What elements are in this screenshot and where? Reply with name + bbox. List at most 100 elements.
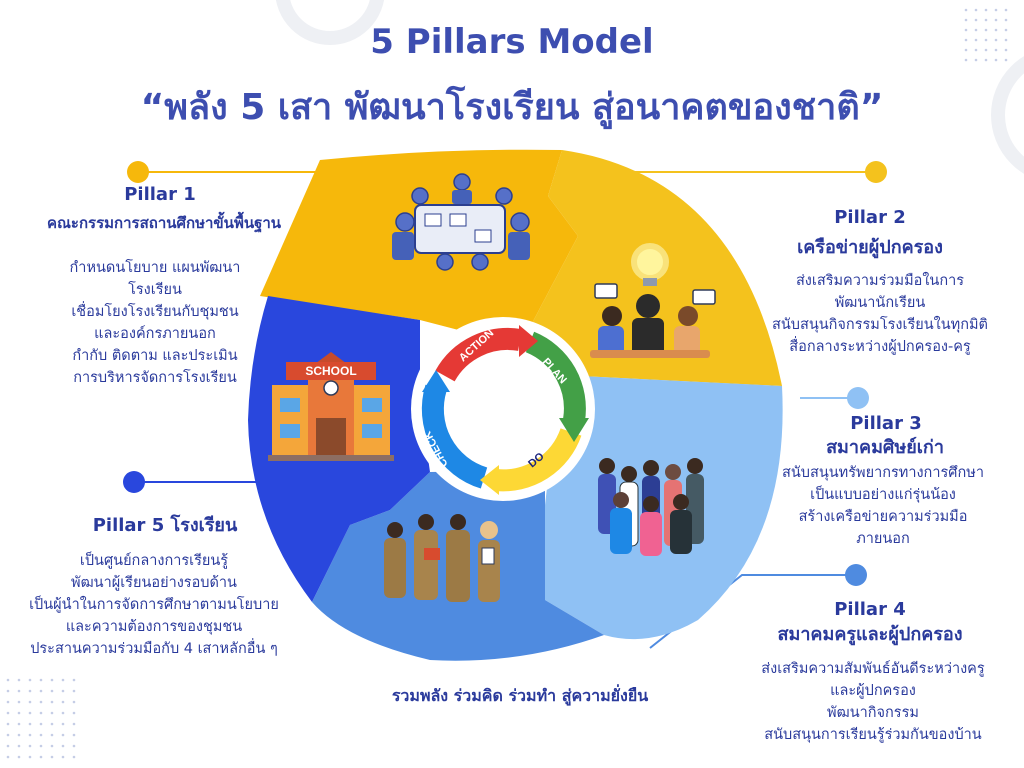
- deco-dot: [994, 48, 998, 52]
- pillar5-heading: Pillar 5 โรงเรียน: [92, 515, 238, 536]
- deco-dot: [61, 700, 65, 704]
- deco-dot: [17, 744, 21, 748]
- deco-dot: [1004, 38, 1008, 42]
- cycle-arrow-action: [519, 325, 538, 357]
- pillar3-heading: Pillar 3: [850, 413, 922, 434]
- deco-dot: [1004, 8, 1008, 12]
- pillar4-heading: Pillar 4: [834, 599, 906, 620]
- cycle-arrow-plan: [559, 418, 589, 442]
- deco-dot: [72, 678, 76, 682]
- page-subtitle: “พลัง 5 เสา พัฒนาโรงเรียน สู่อนาคตของชาต…: [140, 87, 884, 128]
- pillar1-line: กำหนดนโยบาย แผนพัฒนา: [69, 260, 241, 276]
- page-title: 5 Pillars Model: [370, 22, 654, 62]
- pillar1-line: กำกับ ติดตาม และประเมิน: [72, 348, 238, 364]
- deco-dot: [984, 18, 988, 22]
- tagline: รวมพลัง ร่วมคิด ร่วมทำ สู่ความยั่งยืน: [391, 686, 649, 705]
- cycle-arrow-do: [480, 465, 499, 495]
- deco-dot: [6, 722, 10, 726]
- pillar2-line: สื่อกลางระหว่างผู้ปกครอง-ครู: [789, 339, 971, 355]
- pillar3-line: เป็นแบบอย่างแก่รุ่นน้อง: [810, 487, 956, 503]
- pillar3-subheading: สมาคมศิษย์เก่า: [826, 437, 944, 458]
- deco-ring-right: [991, 56, 1024, 174]
- connector-pillar5: [123, 471, 270, 493]
- deco-dot: [17, 733, 21, 737]
- pdca-cycle: ACTION PLAN DO CHECK: [422, 325, 589, 495]
- deco-dot: [964, 58, 968, 62]
- pillar1-line: เชื่อมโยงโรงเรียนกับชุมชน: [71, 304, 239, 320]
- deco-dot: [50, 678, 54, 682]
- pillar4-line: และผู้ปกครอง: [830, 683, 916, 699]
- deco-dot: [974, 28, 978, 32]
- pillar3-description: สนับสนุนทรัพยากรทางการศึกษา เป็นแบบอย่าง…: [752, 462, 1014, 550]
- deco-dot: [17, 755, 21, 759]
- pillar4-line: พัฒนากิจกรรม: [827, 705, 919, 721]
- pillar2-line: สนับสนุนกิจกรรมโรงเรียนในทุกมิติ: [772, 317, 988, 333]
- deco-dot: [994, 28, 998, 32]
- cycle-arc-plan: [525, 331, 586, 422]
- pillar2-line: ส่งเสริมความร่วมมือในการ: [795, 273, 965, 289]
- deco-dot: [39, 755, 43, 759]
- deco-dot: [17, 689, 21, 693]
- cycle-arrow-check: [422, 370, 450, 392]
- pillar1-line: โรงเรียน: [128, 282, 182, 298]
- deco-dot: [1004, 48, 1008, 52]
- deco-dot: [61, 678, 65, 682]
- deco-dot: [39, 678, 43, 682]
- deco-dot: [974, 48, 978, 52]
- pillar4-description: ส่งเสริมความสัมพันธ์อันดีระหว่างครู และผ…: [730, 658, 1016, 746]
- deco-dot: [6, 678, 10, 682]
- pillar3-line: ภายนอก: [856, 531, 910, 547]
- pillar3-line: สร้างเครือข่ายความร่วมมือ: [798, 509, 968, 525]
- deco-dot: [72, 755, 76, 759]
- pillar5-line: เป็นผู้นำในการจัดการศึกษาตามนโยบาย: [29, 597, 279, 613]
- deco-dot: [72, 733, 76, 737]
- pillar3-line: สนับสนุนทรัพยากรทางการศึกษา: [782, 465, 984, 481]
- deco-dot: [50, 689, 54, 693]
- pillar5-line: พัฒนาผู้เรียนอย่างรอบด้าน: [71, 575, 237, 591]
- deco-dot: [17, 678, 21, 682]
- deco-dot: [984, 28, 988, 32]
- parents-illustration: [590, 243, 716, 358]
- deco-dot: [39, 733, 43, 737]
- deco-dot: [50, 733, 54, 737]
- deco-dot: [964, 38, 968, 42]
- deco-dot: [17, 700, 21, 704]
- connector-pillar3: [800, 387, 869, 409]
- deco-dot: [39, 744, 43, 748]
- deco-dot: [61, 689, 65, 693]
- segment-pillar3: [545, 375, 783, 640]
- deco-dot: [6, 755, 10, 759]
- deco-dot: [28, 700, 32, 704]
- deco-dots-bottom-left: [6, 678, 76, 759]
- deco-dot: [28, 733, 32, 737]
- pillar5-line: เป็นศูนย์กลางการเรียนรู้: [79, 553, 229, 569]
- deco-dot: [50, 711, 54, 715]
- deco-dot: [72, 700, 76, 704]
- deco-dot: [984, 8, 988, 12]
- pillar2-heading: Pillar 2: [834, 207, 906, 228]
- deco-dot: [6, 700, 10, 704]
- deco-dot: [72, 744, 76, 748]
- deco-dot: [17, 722, 21, 726]
- pillar1-line: การบริหารจัดการโรงเรียน: [73, 370, 237, 386]
- deco-dot: [6, 711, 10, 715]
- deco-dot: [974, 18, 978, 22]
- deco-dot: [6, 733, 10, 737]
- pillar5-line: และความต้องการของชุมชน: [65, 619, 243, 635]
- pillar1-description: กำหนดนโยบาย แผนพัฒนา โรงเรียน เชื่อมโยงโ…: [10, 257, 300, 389]
- cycle-arc-action: [435, 328, 522, 382]
- deco-dot: [6, 744, 10, 748]
- deco-dot: [974, 38, 978, 42]
- deco-dot: [61, 733, 65, 737]
- deco-dot: [994, 38, 998, 42]
- deco-dot: [50, 744, 54, 748]
- deco-dot: [17, 711, 21, 715]
- pillar4-line: สนับสนุนการเรียนรู้ร่วมกันของบ้าน: [764, 727, 982, 743]
- deco-dot: [72, 689, 76, 693]
- pillar1-subheading: คณะกรรมการสถานศึกษาขั้นพื้นฐาน: [46, 214, 282, 232]
- deco-dot: [50, 755, 54, 759]
- deco-dot: [28, 755, 32, 759]
